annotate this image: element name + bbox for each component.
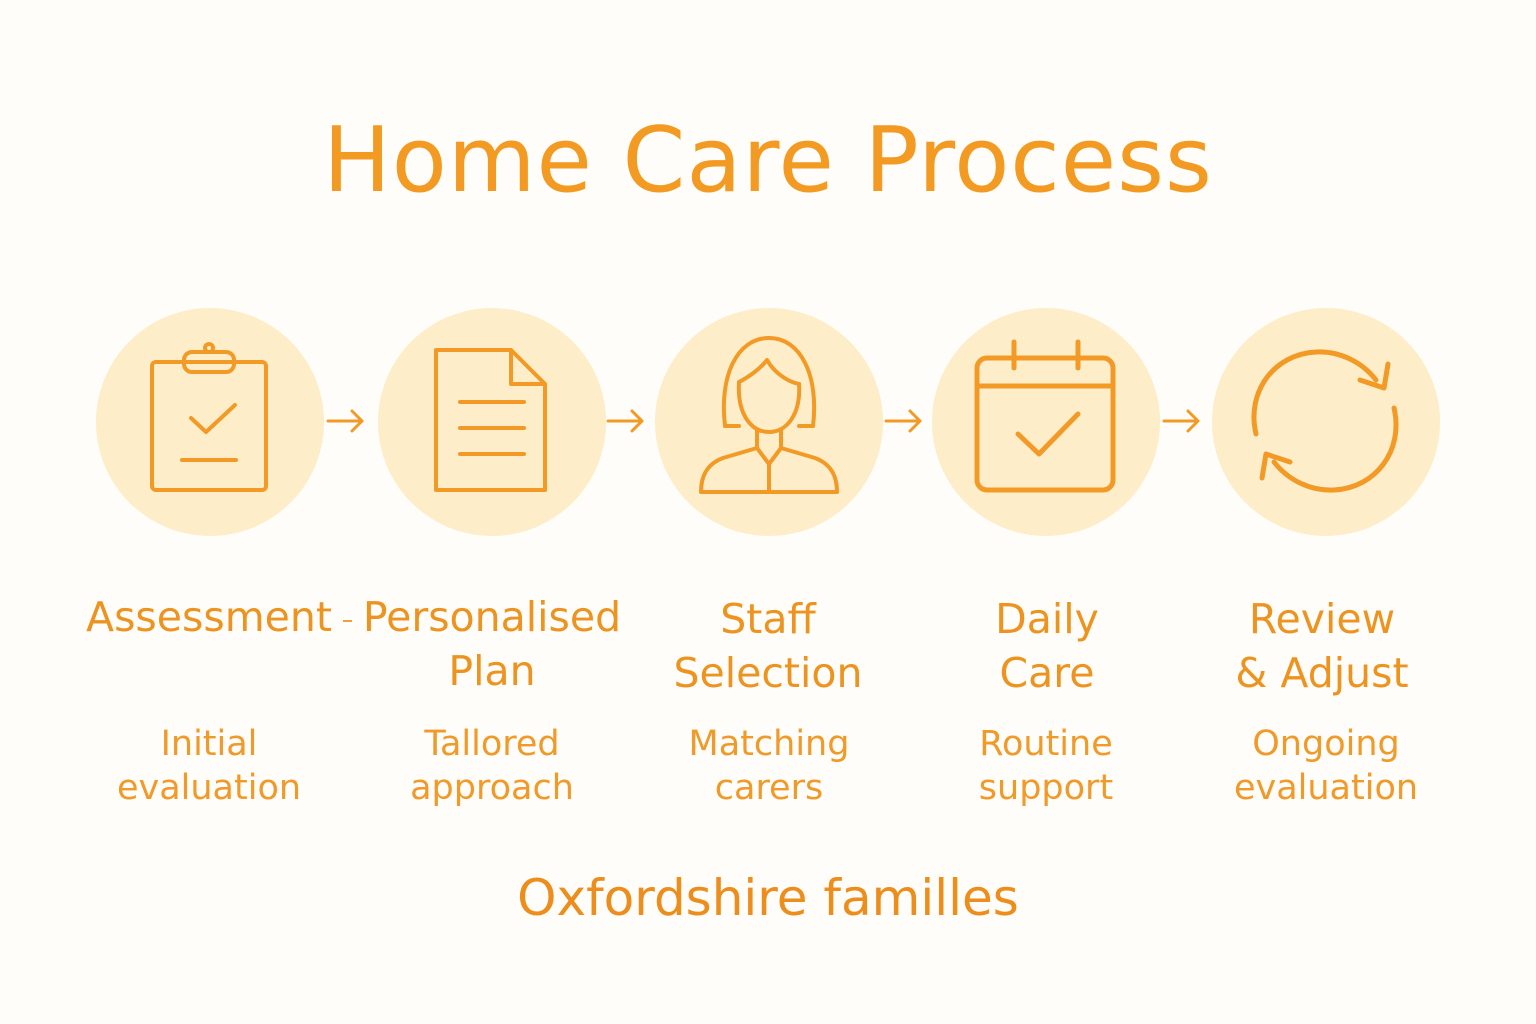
- clipboard-check-icon: [150, 342, 268, 492]
- step-desc-plan: Tallored approach: [410, 724, 574, 808]
- step-review-circle: [1212, 308, 1440, 536]
- step-title-daily-care: Daily Care: [995, 595, 1099, 697]
- step-plan-circle: [378, 308, 606, 536]
- refresh-cycle-icon: [1251, 349, 1399, 493]
- footer-brand: Oxfordshire familles: [517, 869, 1019, 927]
- person-icon: [699, 336, 839, 494]
- step-desc-staff: Matching carers: [688, 724, 850, 808]
- arrow-right-icon: [606, 409, 644, 433]
- document-icon: [434, 348, 547, 492]
- step-daily-care-circle: [932, 308, 1160, 536]
- step-title-assessment: Assessment: [86, 593, 332, 641]
- step-staff-circle: [655, 308, 883, 536]
- step-desc-assessment: Initial evaluation: [116, 724, 302, 808]
- step-title-review: Review & Adjust: [1235, 595, 1409, 697]
- step-desc-review: Ongoing evaluation: [1233, 724, 1419, 808]
- page-title: Home Care Process: [323, 108, 1213, 213]
- calendar-check-icon: [974, 339, 1116, 493]
- step-title-plan: Personalised Plan: [362, 593, 622, 695]
- arrow-right-icon: [1162, 409, 1200, 433]
- step-desc-daily-care: Routine support: [978, 724, 1114, 808]
- divider-dash: [343, 620, 352, 622]
- step-title-staff: Staff Selection: [673, 595, 863, 697]
- step-assessment-circle: [96, 308, 324, 536]
- arrow-right-icon: [884, 409, 922, 433]
- arrow-right-icon: [326, 409, 364, 433]
